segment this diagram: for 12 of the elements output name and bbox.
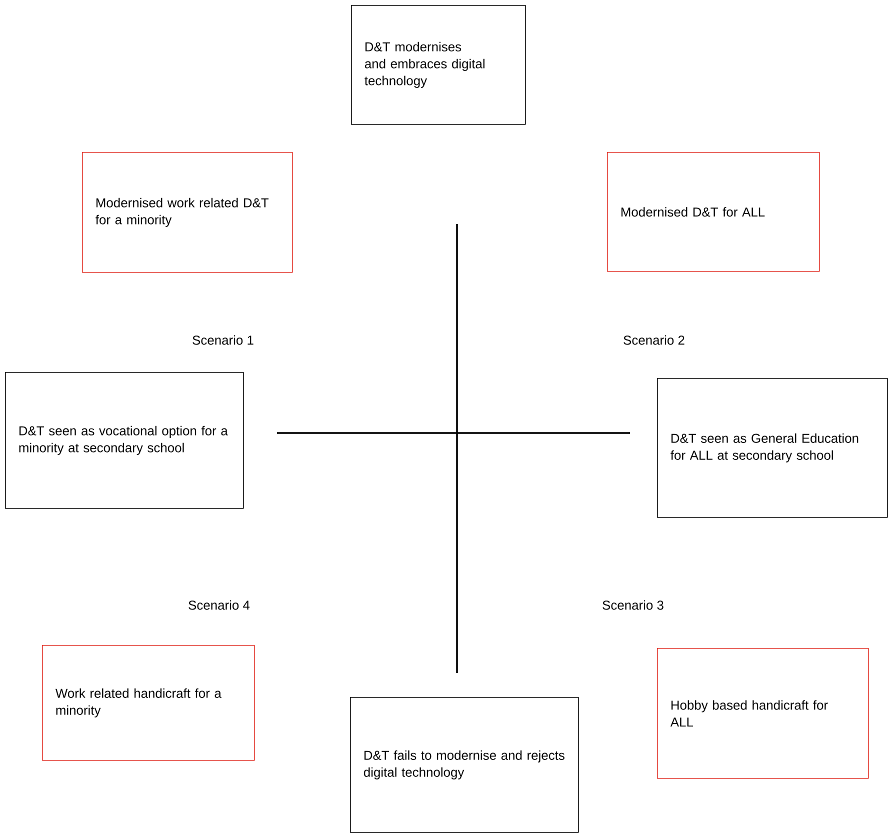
scenario-box: Hobby based handicraft for ALL [657,648,869,779]
scenario-label: Scenario 2 [624,335,684,345]
outcome-box: D&T seen as vocational option for a minority at secondary school [5,372,244,509]
outcome-box: D&T fails to modernise and rejects digital technology [350,697,579,833]
scenario-box: Modernised work related D&T for a minority [82,152,293,273]
scenario-box: Modernised D&T for ALL [607,152,820,272]
scenario-label: Scenario 1 [192,335,254,345]
outcome-box: D&T seen as General Education for ALL at secondary school [657,378,888,518]
outcome-box: D&T modernises and embraces digital technology [351,5,526,125]
scenario-label: Scenario 3 [602,600,664,610]
scenario-label: Scenario 4 [188,600,250,610]
scenario-box: Work related handicraft for a minority [42,645,255,761]
